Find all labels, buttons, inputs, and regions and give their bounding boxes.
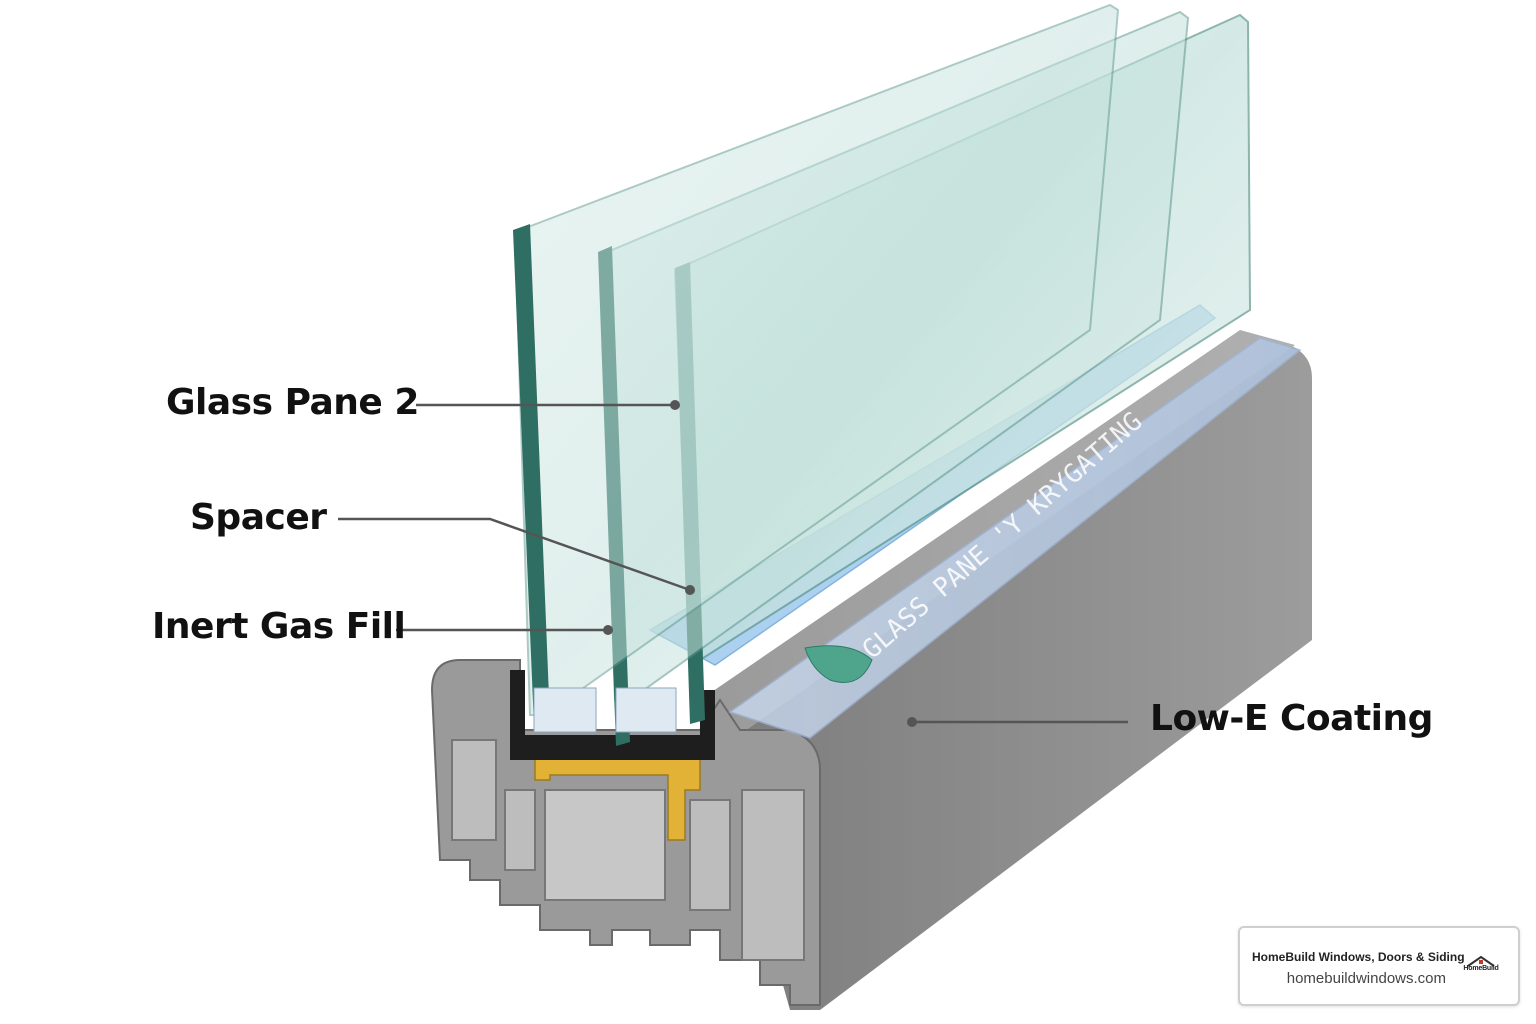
gas-drop-icon [804,645,873,683]
leader-dot [685,585,695,595]
glass-pane-1 [513,3,1120,726]
brand-logo: HomeBuild [1462,954,1500,984]
inert-gas-region [533,687,597,733]
leader-dot [670,400,680,410]
frame-chamber [689,799,731,911]
inert-gas-region [615,687,677,733]
frame-chamber [741,789,805,961]
leader-dot [603,625,613,635]
frame-chamber [544,789,666,901]
frame-chamber [504,789,536,871]
label-glass-pane-2: Glass Pane 2 [166,382,419,423]
label-low-e-coating: Low-E Coating [1150,698,1433,739]
frame-chamber [451,739,497,841]
label-inert-gas-fill: Inert Gas Fill [152,606,406,647]
brand-badge: HomeBuild Windows, Doors & Siding homebu… [1238,926,1520,1006]
brand-url: homebuildwindows.com [1286,970,1446,987]
brand-name: HomeBuild Windows, Doors & Siding [1252,950,1465,964]
frame-side-face [720,345,1312,1010]
label-spacer: Spacer [190,497,327,538]
low-e-coating-strip [728,337,1302,739]
brand-logo-text: HomeBuild [1463,965,1499,972]
leader-lines [338,400,1128,727]
leader-spacer [338,517,691,592]
glazing-channel [510,670,715,760]
house-logo-icon [1467,955,1495,967]
frame-seal [534,749,701,841]
leader-dot [907,717,917,727]
